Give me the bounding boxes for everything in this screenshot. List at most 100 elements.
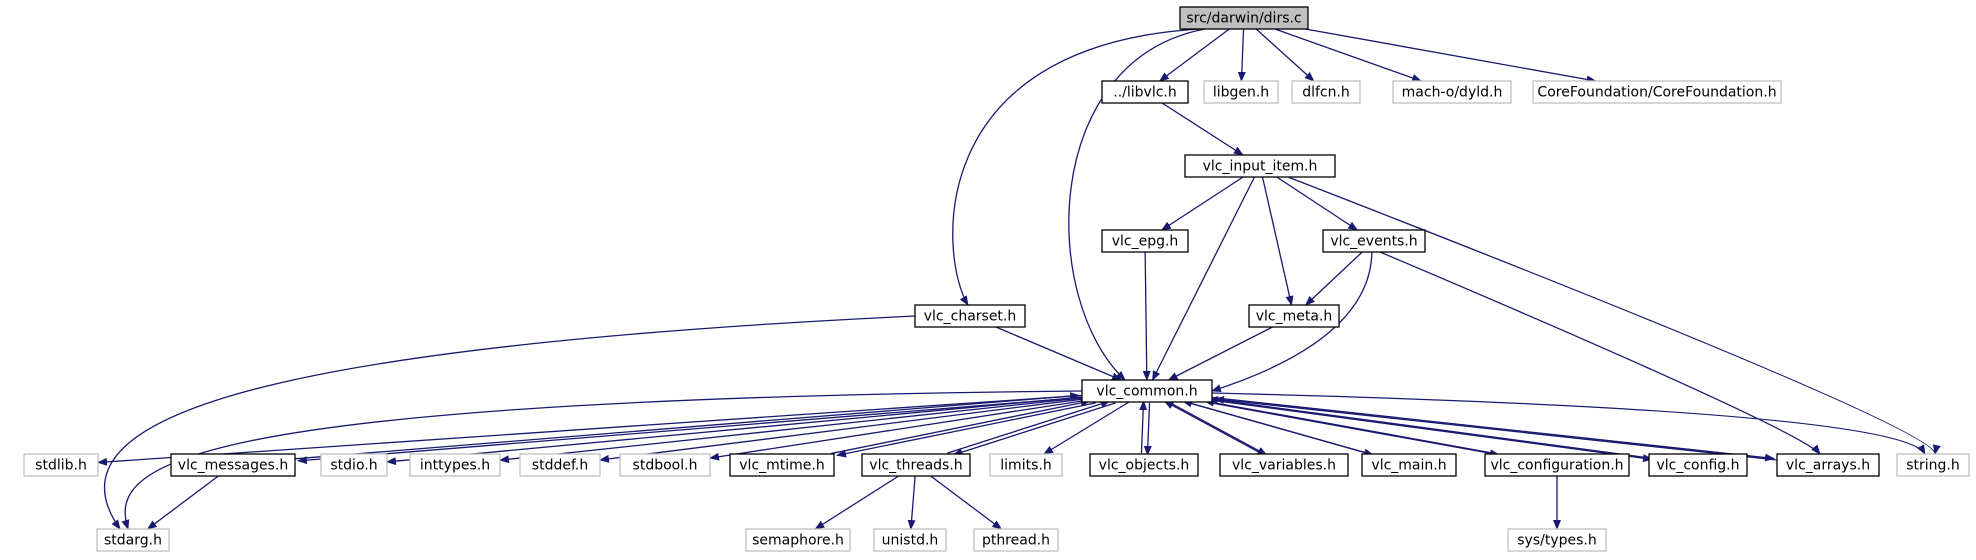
- node-label: mach-o/dyld.h: [1402, 85, 1503, 101]
- edge-messages-h-to-common-h: [291, 392, 1080, 460]
- node-label: vlc_configuration.h: [1490, 458, 1623, 474]
- node-box: [1896, 453, 1970, 477]
- edge-dirs-c-to-libvlc-h: [1158, 28, 1230, 82]
- edge-common-h-to-stdarg-h: [121, 390, 1083, 530]
- node-libgen-h: libgen.h: [1203, 80, 1279, 104]
- node-mtime-h[interactable]: vlc_mtime.h: [729, 453, 835, 477]
- edge-dirs-c-to-libgen-h: [1237, 28, 1246, 82]
- edge-line: [1161, 176, 1244, 231]
- node-box: [973, 528, 1059, 552]
- edge-line: [1274, 28, 1423, 82]
- node-threads-h[interactable]: vlc_threads.h: [861, 453, 971, 477]
- node-epg-h[interactable]: vlc_epg.h: [1101, 229, 1189, 253]
- node-label: limits.h: [1000, 458, 1051, 474]
- node-label: stdarg.h: [104, 533, 162, 549]
- node-box: [1392, 80, 1512, 104]
- edge-line: [1203, 398, 1494, 454]
- node-label: vlc_variables.h: [1232, 458, 1336, 474]
- node-meta-h[interactable]: vlc_meta.h: [1248, 304, 1340, 328]
- node-box: [519, 453, 601, 477]
- edge-line: [1237, 28, 1246, 82]
- node-label: ../libvlc.h: [1113, 85, 1176, 101]
- edge-line: [1139, 400, 1148, 454]
- edge-common-h-to-messages-h: [297, 396, 1086, 465]
- node-main-h[interactable]: vlc_main.h: [1361, 453, 1457, 477]
- edge-input-item-h-to-string-h: [1287, 176, 1941, 455]
- edge-common-h-to-threads-h: [952, 402, 1116, 456]
- node-label: sys/types.h: [1517, 533, 1596, 549]
- edge-configuration-h-to-common-h: [1203, 398, 1494, 454]
- node-box: [1101, 229, 1189, 253]
- edge-line: [1255, 28, 1315, 82]
- edge-line: [1161, 102, 1244, 156]
- edge-line: [1210, 402, 1501, 458]
- node-arrays-h[interactable]: vlc_arrays.h: [1776, 453, 1880, 477]
- node-box: [1101, 80, 1189, 104]
- edge-line: [830, 398, 1091, 455]
- node-label: vlc_main.h: [1371, 458, 1446, 474]
- edge-line: [1214, 395, 1781, 462]
- node-dirs-c[interactable]: src/darwin/dirs.c: [1179, 6, 1309, 30]
- edge-common-h-to-limits-h: [1043, 401, 1130, 455]
- edge-line: [1305, 28, 1597, 84]
- node-label: inttypes.h: [420, 458, 490, 474]
- node-label: vlc_meta.h: [1256, 309, 1333, 325]
- node-libvlc-h[interactable]: ../libvlc.h: [1101, 80, 1189, 104]
- node-charset-h[interactable]: vlc_charset.h: [914, 304, 1026, 328]
- node-stddef-h: stddef.h: [519, 453, 601, 477]
- edge-dirs-c-to-dyld-h: [1274, 28, 1423, 82]
- edge-line: [1043, 401, 1130, 455]
- node-box: [1179, 6, 1309, 30]
- edge-threads-h-to-semaphore-h: [814, 475, 900, 530]
- node-label: vlc_threads.h: [869, 458, 962, 474]
- node-common-h[interactable]: vlc_common.h: [1081, 379, 1213, 403]
- node-label: CoreFoundation/CoreFoundation.h: [1537, 85, 1776, 101]
- edge-line: [297, 396, 1086, 465]
- node-label: vlc_epg.h: [1112, 234, 1179, 250]
- node-dyld-h: mach-o/dyld.h: [1392, 80, 1512, 104]
- edge-line: [1211, 251, 1373, 393]
- node-label: stdlib.h: [35, 458, 87, 474]
- node-string-h: string.h: [1896, 453, 1970, 477]
- node-box: [1322, 229, 1426, 253]
- edge-common-h-to-stddef-h: [599, 398, 1083, 463]
- edge-epg-h-to-common-h: [1142, 251, 1151, 381]
- edge-line: [952, 28, 1201, 306]
- edge-events-h-to-common-h: [1211, 251, 1373, 393]
- edge-threads-h-to-unistd-h: [907, 475, 916, 530]
- edge-common-h-to-config-h: [1214, 399, 1653, 463]
- node-box: [1089, 453, 1199, 477]
- node-label: src/darwin/dirs.c: [1186, 11, 1301, 27]
- edge-variables-h-to-common-h: [1163, 400, 1261, 454]
- node-label: dlfcn.h: [1302, 85, 1350, 101]
- node-variables-h[interactable]: vlc_variables.h: [1219, 453, 1349, 477]
- edge-common-h-to-arrays-h: [1208, 396, 1775, 462]
- edge-line: [1208, 396, 1647, 459]
- node-messages-h[interactable]: vlc_messages.h: [170, 453, 296, 477]
- node-events-h[interactable]: vlc_events.h: [1322, 229, 1426, 253]
- edge-line: [995, 326, 1122, 381]
- edge-threads-h-to-pthread-h: [930, 475, 1003, 530]
- node-box: [1219, 453, 1349, 477]
- node-input-item-h[interactable]: vlc_input_item.h: [1184, 154, 1336, 178]
- node-stdlib-h: stdlib.h: [23, 453, 99, 477]
- node-box: [1361, 453, 1457, 477]
- edge-line: [1143, 402, 1152, 456]
- node-configuration-h[interactable]: vlc_configuration.h: [1484, 453, 1630, 477]
- node-label: vlc_config.h: [1656, 458, 1739, 474]
- node-config-h[interactable]: vlc_config.h: [1648, 453, 1748, 477]
- node-sys-types-h: sys/types.h: [1507, 528, 1607, 552]
- node-box: [1507, 528, 1607, 552]
- edge-line: [1214, 399, 1653, 463]
- node-cf-h: CoreFoundation/CoreFoundation.h: [1532, 80, 1782, 104]
- node-objects-h[interactable]: vlc_objects.h: [1089, 453, 1199, 477]
- edge-common-h-to-string-h: [1211, 392, 1926, 455]
- edge-objects-h-to-common-h: [1139, 400, 1148, 454]
- edge-line: [814, 475, 900, 530]
- node-box: [1291, 80, 1361, 104]
- node-label: unistd.h: [882, 533, 939, 549]
- node-box: [989, 453, 1063, 477]
- edge-input-item-h-to-meta-h: [1261, 176, 1294, 306]
- node-label: vlc_charset.h: [924, 309, 1017, 325]
- node-label: stddef.h: [532, 458, 588, 474]
